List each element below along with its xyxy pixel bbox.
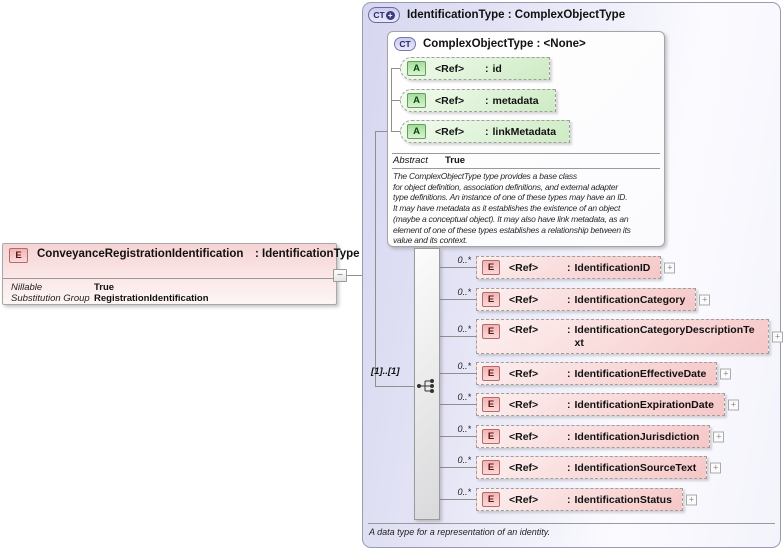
complex-type-icon: CT: [394, 37, 416, 51]
cardinality-label: 0..*: [457, 392, 471, 402]
attribute-name: metadata: [492, 94, 539, 107]
connector-line: [440, 404, 476, 405]
attribute-icon: A: [407, 61, 426, 76]
divider: [392, 153, 660, 154]
connector-line: [375, 131, 376, 386]
property-nillable: Nillable True: [11, 282, 115, 293]
element-row-identification-expiration-date[interactable]: E <Ref> : IdentificationExpirationDate +: [476, 393, 739, 416]
base-type-header: CT ComplexObjectType : <None>: [394, 37, 586, 51]
attribute-name: id: [492, 62, 502, 75]
connector-line: [440, 267, 476, 268]
colon: :: [567, 261, 571, 274]
property-substitution-group: Substitution Group RegistrationIdentific…: [11, 293, 209, 304]
element-row-identification-source-text[interactable]: E <Ref> : IdentificationSourceText +: [476, 456, 722, 479]
connector-line: [440, 499, 476, 500]
attribute-name: linkMetadata: [492, 125, 557, 138]
element-row-identification-jurisdiction[interactable]: E <Ref> : IdentificationJurisdiction +: [476, 425, 725, 448]
attribute-row-id[interactable]: A <Ref> : id: [400, 57, 550, 80]
cardinality-label: 0..*: [457, 255, 471, 265]
element-icon: E: [482, 460, 500, 475]
element-box-conveyance-registration-identification[interactable]: E ConveyanceRegistrationIdentification :…: [2, 243, 360, 305]
expand-toggle[interactable]: +: [685, 494, 697, 505]
connector-line: [440, 436, 476, 437]
expand-toggle[interactable]: +: [727, 399, 739, 410]
cardinality-label: 0..*: [457, 324, 471, 334]
sequence-compositor-bar[interactable]: [414, 248, 440, 520]
cardinality-label: 0..*: [457, 424, 471, 434]
divider: [368, 523, 775, 524]
base-type-box-complex-object-type[interactable]: CT ComplexObjectType : <None> A <Ref> : …: [387, 31, 665, 247]
connector-line: [440, 299, 476, 300]
divider: [3, 278, 336, 279]
abstract-row: Abstract True: [393, 155, 466, 166]
base-type-title: ComplexObjectType : <None>: [423, 38, 586, 50]
element-box-title-row: E ConveyanceRegistrationIdentification :…: [3, 244, 360, 265]
expand-toggle[interactable]: +: [699, 294, 711, 305]
colon: :: [485, 94, 489, 107]
connector-line: [347, 275, 374, 276]
element-icon: E: [9, 248, 28, 263]
element-row-identification-status[interactable]: E <Ref> : IdentificationStatus +: [476, 488, 697, 511]
connector-line: [440, 336, 476, 337]
connector-line: [391, 68, 400, 69]
connector-line: [391, 131, 400, 132]
connector-line: [440, 467, 476, 468]
colon: :: [485, 62, 489, 75]
element-icon: E: [482, 260, 500, 275]
colon: :: [567, 324, 571, 336]
colon: :: [567, 367, 571, 380]
connector-line: [375, 386, 414, 387]
divider: [392, 168, 660, 169]
element-icon: E: [482, 324, 500, 339]
expand-toggle[interactable]: +: [713, 431, 725, 442]
element-properties: Nillable True Substitution Group Registr…: [11, 282, 332, 304]
colon: :: [485, 125, 489, 138]
colon: :: [567, 493, 571, 506]
base-type-description: The ComplexObjectType type provides a ba…: [393, 171, 631, 246]
sequence-icon: [417, 379, 434, 393]
type-footer-note: A data type for a representation of an i…: [369, 527, 551, 537]
connector-line: [391, 100, 400, 101]
element-icon: E: [482, 397, 500, 412]
colon: :: [567, 430, 571, 443]
element-row-identification-category-description-text[interactable]: E <Ref> : IdentificationCategoryDescript…: [476, 319, 783, 354]
expand-toggle[interactable]: +: [710, 462, 722, 473]
expand-toggle[interactable]: +: [772, 331, 783, 342]
cardinality-label: 0..*: [457, 361, 471, 371]
type-box-identification-type: CT+ IdentificationType : ComplexObjectTy…: [362, 2, 783, 548]
expand-toggle[interactable]: +: [664, 262, 676, 273]
colon: :: [567, 398, 571, 411]
element-icon: E: [482, 492, 500, 507]
attribute-icon: A: [407, 124, 426, 139]
cardinality-label: 0..*: [457, 455, 471, 465]
collapse-toggle[interactable]: −: [333, 269, 347, 282]
attribute-row-link-metadata[interactable]: A <Ref> : linkMetadata: [400, 120, 570, 143]
type-box-header: CT+ IdentificationType : ComplexObjectTy…: [368, 7, 625, 23]
element-icon: E: [482, 366, 500, 381]
connector-line: [375, 131, 387, 132]
colon: :: [567, 461, 571, 474]
element-box-title: ConveyanceRegistrationIdentification : I…: [37, 248, 360, 261]
element-row-identification-category[interactable]: E <Ref> : IdentificationCategory +: [476, 288, 711, 311]
plus-badge-icon: +: [385, 10, 395, 20]
element-icon: E: [482, 429, 500, 444]
attribute-row-metadata[interactable]: A <Ref> : metadata: [400, 89, 556, 112]
cardinality-label: 0..*: [457, 487, 471, 497]
element-name: ConveyanceRegistrationIdentification: [37, 248, 244, 260]
element-type: : IdentificationType: [255, 248, 360, 260]
type-box-title: IdentificationType : ComplexObjectType: [407, 9, 626, 21]
connector-line: [440, 373, 476, 374]
cardinality-label: 0..*: [457, 287, 471, 297]
complex-type-plus-icon: CT+: [368, 7, 400, 23]
attribute-icon: A: [407, 93, 426, 108]
element-icon: E: [482, 292, 500, 307]
element-row-identification-effective-date[interactable]: E <Ref> : IdentificationEffectiveDate +: [476, 362, 732, 385]
colon: :: [567, 293, 571, 306]
element-row-identification-id[interactable]: E <Ref> : IdentificationID +: [476, 256, 676, 279]
expand-toggle[interactable]: +: [720, 368, 732, 379]
compositor-cardinality-label: [1]..[1]: [371, 366, 400, 377]
